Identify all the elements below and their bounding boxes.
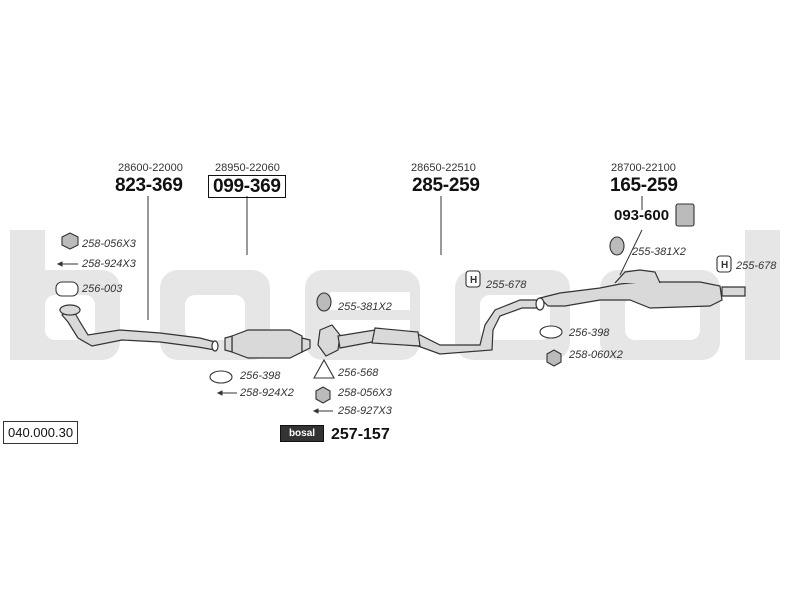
accessory-label: 258-056X3 [82,238,136,250]
accessory-label: 255-381X2 [338,301,392,313]
accessory-label: 256-568 [338,367,379,379]
oe-number: 28600-22000 [118,162,183,174]
rubber-mount-icon [609,236,625,256]
accessory-label: 255-678 [736,260,777,272]
svg-text:H: H [721,260,728,271]
nut-icon [315,386,331,404]
accessory-label: 255-678 [486,279,527,291]
accessory-label: 256-398 [569,327,610,339]
gasket-icon [55,281,79,297]
diagram-number: 040.000.30 [3,421,79,444]
nut-icon [546,349,562,367]
hanger-icon [716,255,732,273]
accessory-label: 258-927X3 [338,405,392,417]
accessory-label: 256-003 [82,283,123,295]
rubber-mount-icon [316,292,332,312]
svg-text:H: H [470,275,477,286]
gasket-icon [209,370,233,384]
part-number[interactable]: 285-259 [412,175,480,196]
gasket-icon [539,325,563,339]
accessory-label: 258-924X2 [240,387,294,399]
accessory-label: 255-381X2 [632,246,686,258]
part-number[interactable]: 099-369 [208,175,286,198]
accessory-label: 258-056X3 [338,387,392,399]
part-number[interactable]: 165-259 [610,175,678,196]
nut-icon [61,232,79,250]
oe-number: 28700-22100 [611,162,676,174]
gasket-icon [313,358,335,379]
oe-number: 28950-22060 [215,162,280,174]
brand-badge: bosal [280,425,324,442]
accessory-label: 256-398 [240,370,281,382]
bracket-part-number[interactable]: 093-600 [614,207,670,224]
accessory-label: 258-924X3 [82,258,136,270]
brand-part-number[interactable]: 257-157 [331,426,390,443]
oe-number: 28650-22510 [411,162,476,174]
part-number[interactable]: 823-369 [115,175,183,196]
hanger-icon [465,270,481,288]
accessory-label: 258-060X2 [569,349,623,361]
bracket-icon [675,203,695,227]
